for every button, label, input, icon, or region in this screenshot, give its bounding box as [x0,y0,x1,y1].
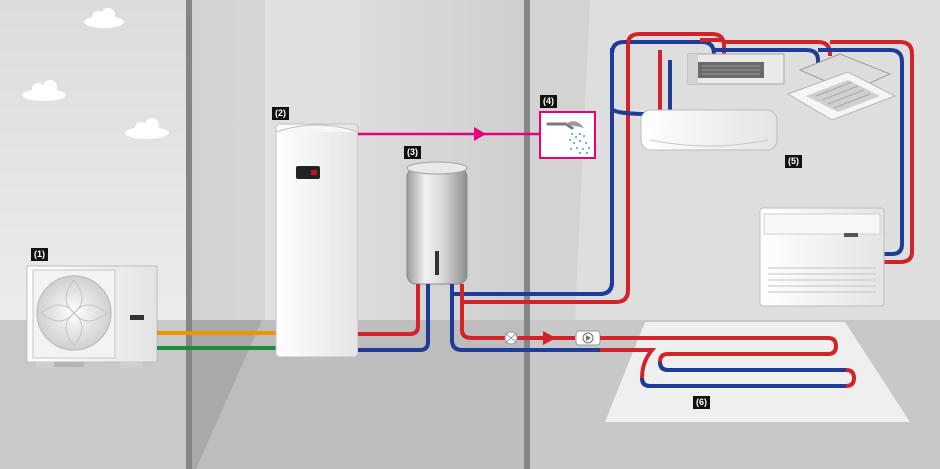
cold-return-pipe [358,284,430,352]
hot-water-tank [406,161,468,285]
cassette-unit [786,53,897,121]
hot-supply-pipe [358,284,420,336]
label-underfloor-heating: (6) [693,396,710,409]
wall-split-unit [640,109,778,151]
mixing-valve-icon [504,331,518,345]
living-room [530,0,940,469]
control-display [296,166,320,179]
label-shower: (4) [540,95,557,108]
outer-wall [186,0,192,469]
inner-wall [524,0,530,469]
underfloor-supply-pipe [460,302,506,340]
fan-coil-supply-pipe [460,32,726,304]
indoor-hydraulic-unit [275,123,359,358]
circulation-pump-icon [575,330,601,346]
flow-arrow-icon [543,331,556,345]
label-water-tank: (3) [404,146,421,159]
cloud-icon [22,80,66,101]
outdoor-sky [0,0,186,469]
floor-console-unit [759,207,885,307]
label-outdoor-unit: (1) [31,248,48,261]
fan-coil-return-pipe [714,48,820,66]
label-indoor-unit: (2) [272,107,289,120]
flow-arrow-icon [474,127,486,141]
duct-unit [687,53,785,85]
outdoor-heat-pump-unit [26,265,158,368]
cloud-icon [84,8,124,28]
shower-icon [539,111,596,159]
cloud-icon [125,118,169,139]
label-fan-coils: (5) [785,155,802,168]
